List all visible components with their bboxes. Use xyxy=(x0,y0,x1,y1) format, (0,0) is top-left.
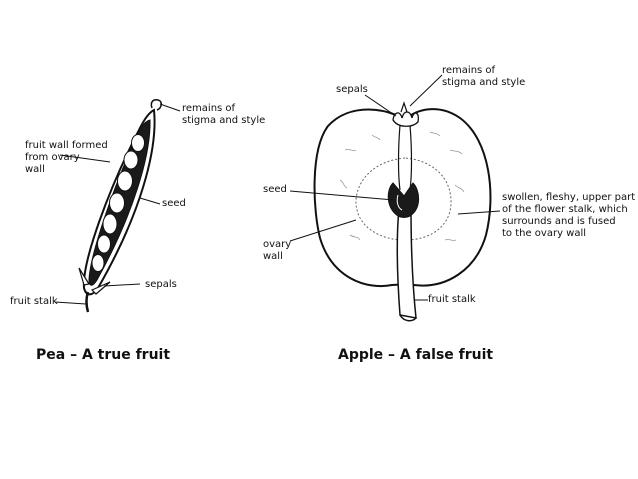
apple-label-swollen-line2: of the flower stalk, which xyxy=(502,204,628,215)
pea-seed xyxy=(123,150,139,170)
apple-label-fruit-stalk: fruit stalk xyxy=(428,294,476,305)
pea-stigma-remains xyxy=(150,99,162,111)
pea-label-fruit-wall-line3: wall xyxy=(25,164,45,175)
pea-label-remains-line2: stigma and style xyxy=(182,115,266,126)
pea-caption: Pea – A true fruit xyxy=(36,347,171,363)
apple-flesh-texture xyxy=(339,131,465,241)
apple-sepals xyxy=(392,111,420,127)
pea-label-fruit-wall-line1: fruit wall formed xyxy=(25,140,108,151)
apple-stalk-end xyxy=(399,314,417,322)
pea-seed xyxy=(102,213,118,235)
apple-label-remains: remains of stigma and style xyxy=(442,65,525,89)
apple-label-remains-line2: stigma and style xyxy=(442,77,526,88)
apple-label-swollen-line4: to the ovary wall xyxy=(502,228,587,239)
pea-sepal xyxy=(78,267,90,286)
pea-label-seed: seed xyxy=(162,198,186,209)
pea-seed xyxy=(109,192,125,214)
pea-label-remains-line1: remains of xyxy=(182,103,236,114)
apple-seed-highlight xyxy=(396,194,403,211)
pea-label-sepals: sepals xyxy=(145,279,177,290)
apple-core-strand xyxy=(397,124,401,191)
apple-label-sepals: sepals xyxy=(336,84,368,95)
pea-label-remains: remains of stigma and style xyxy=(182,103,265,127)
apple-label-ovary-wall-line1: ovary xyxy=(263,239,292,250)
apple-leader-lines xyxy=(289,74,501,301)
pea-label-fruit-stalk: fruit stalk xyxy=(10,296,58,307)
apple-label-swollen-stalk: swollen, fleshy, upper part of the flowe… xyxy=(502,192,635,240)
apple-caption: Apple – A false fruit xyxy=(338,347,494,363)
pea-fruit-stalk xyxy=(85,291,90,313)
pea-seed xyxy=(91,254,105,272)
apple-label-ovary-wall: ovary wall xyxy=(263,239,291,263)
pea-sepal xyxy=(90,281,111,295)
apple-seed xyxy=(387,182,420,218)
pea-label-fruit-wall-line2: from ovary xyxy=(25,152,80,163)
apple-drawing xyxy=(313,101,492,322)
apple-stigma-remains xyxy=(400,101,408,113)
apple-label-remains-line1: remains of xyxy=(442,65,496,76)
pea-pod-drawing xyxy=(78,99,162,313)
pea-label-fruit-wall: fruit wall formed from ovary wall xyxy=(25,140,108,176)
pea-seed xyxy=(117,170,133,192)
apple-label-swollen-line3: surrounds and is fused xyxy=(502,216,616,227)
apple-label-ovary-wall-line2: wall xyxy=(263,251,283,262)
pea-leader-lines xyxy=(54,103,181,305)
pea-seed xyxy=(97,234,111,254)
apple-label-seed: seed xyxy=(263,184,287,195)
apple-core-strand xyxy=(409,124,413,191)
apple-label-swollen-line1: swollen, fleshy, upper part xyxy=(502,192,636,203)
pea-seed xyxy=(131,134,145,152)
